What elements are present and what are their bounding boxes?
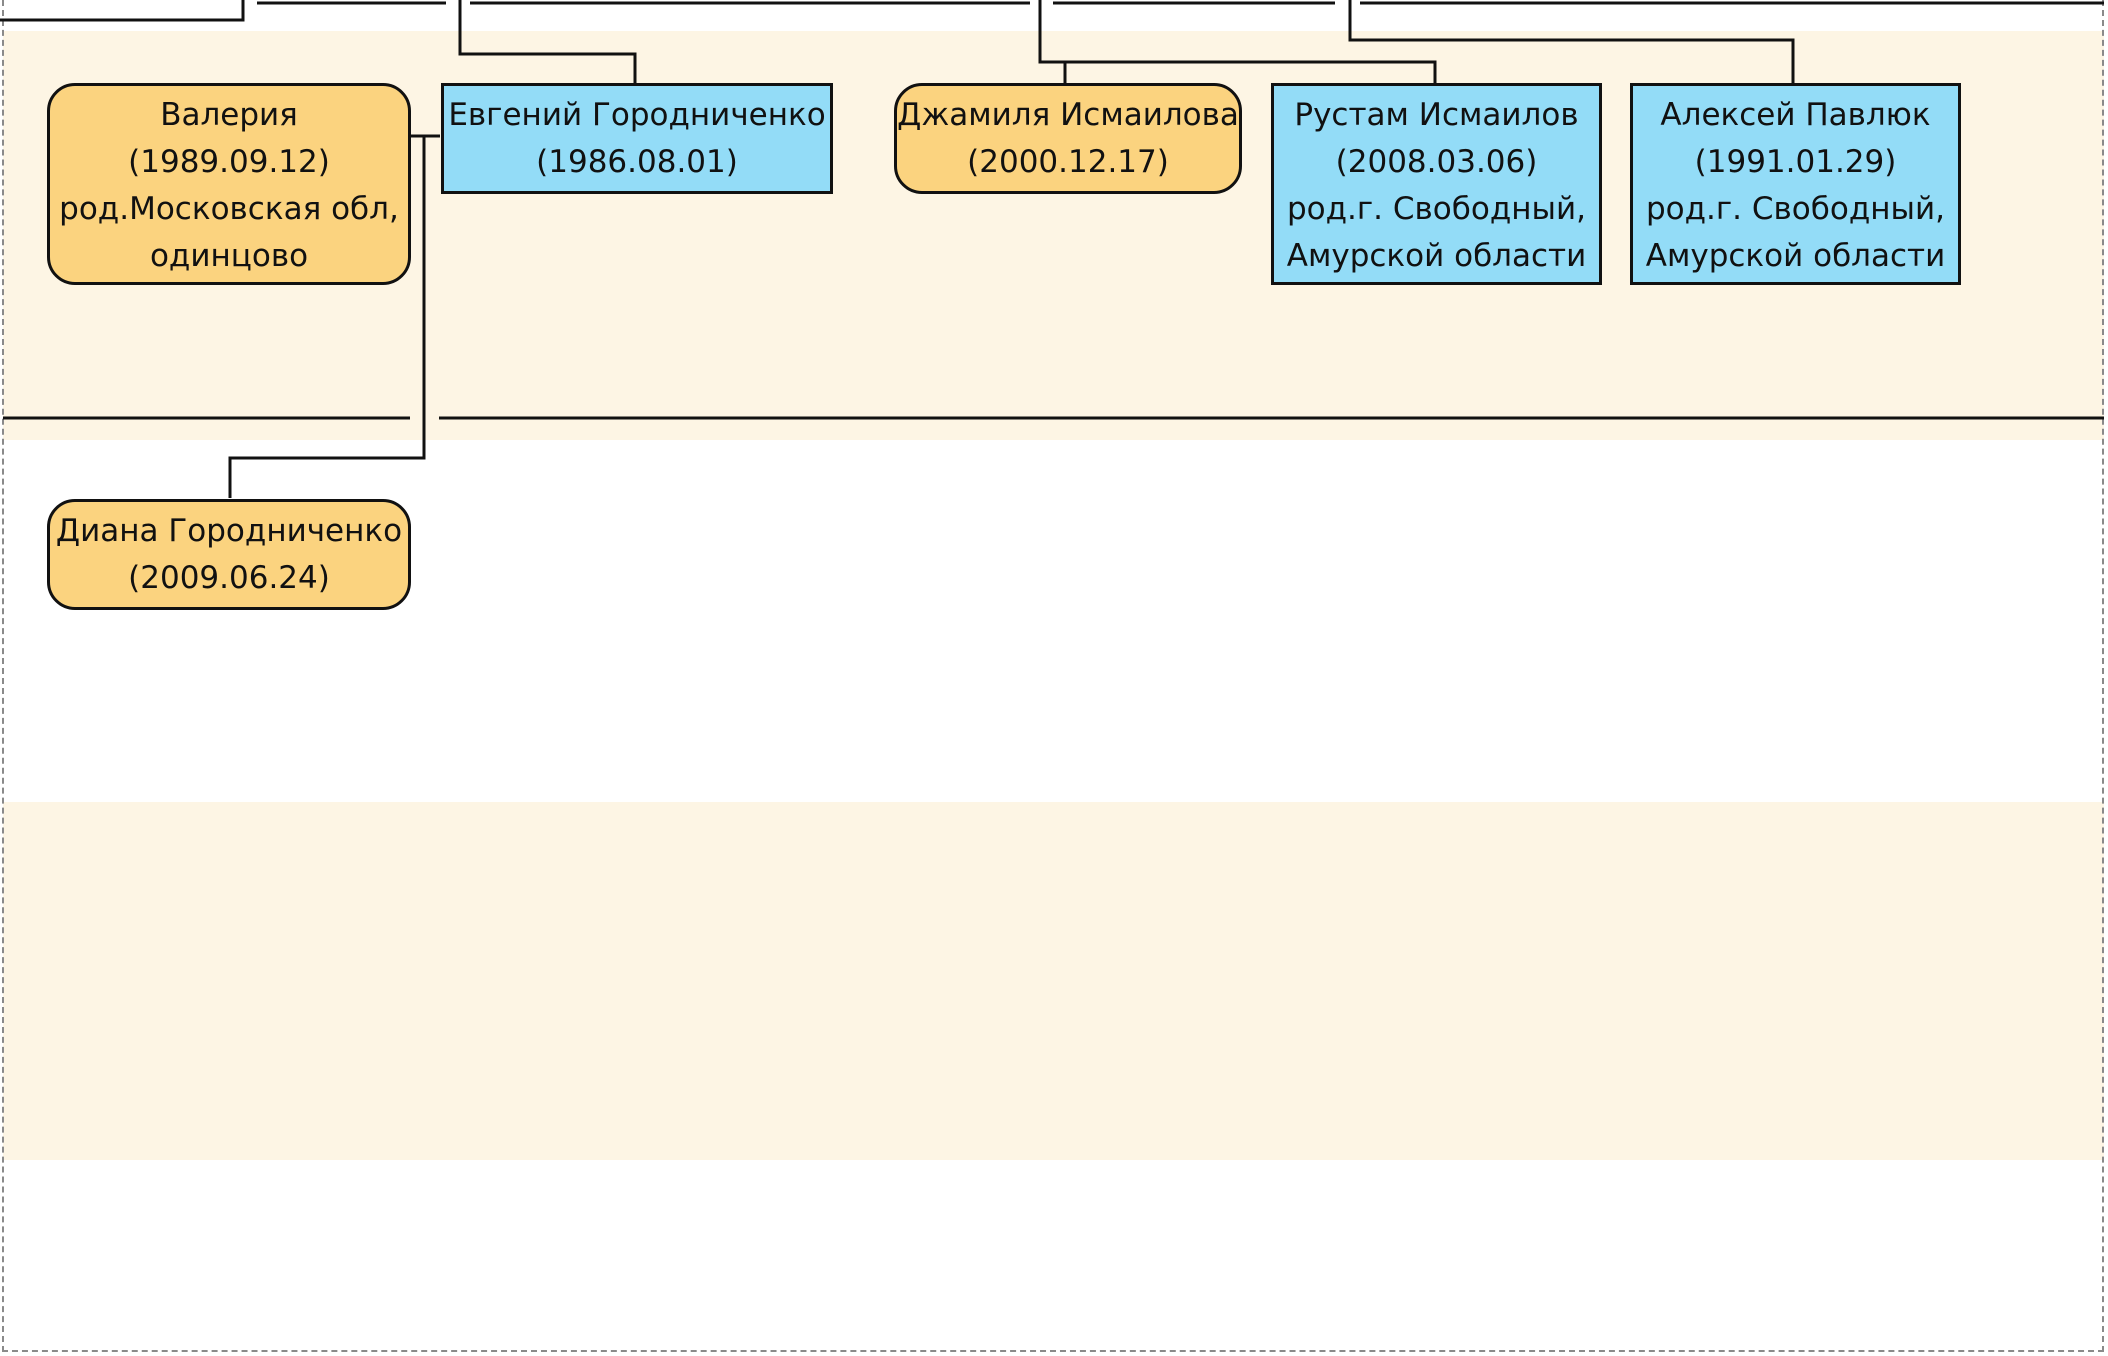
person-name: Валерия: [160, 97, 298, 133]
person-birth-date: (2009.06.24): [128, 560, 330, 596]
person-birthplace-cont: одинцово: [149, 238, 309, 274]
person-birth-date: (1986.08.01): [536, 144, 738, 180]
person-birth-date: (2008.03.06): [1335, 144, 1538, 180]
person-birthplace-cont: Амурской области: [1286, 238, 1587, 274]
person-card-rustam[interactable]: Рустам Исмаилов (2008.03.06) род.г. Своб…: [1271, 83, 1602, 285]
person-name: Евгений Городниченко: [448, 97, 826, 133]
person-card-dzhamilya[interactable]: Джамиля Исмаилова (2000.12.17): [894, 83, 1242, 194]
person-birthplace: род.Московская обл,: [59, 191, 399, 227]
person-name: Алексей Павлюк: [1660, 97, 1931, 133]
person-birthplace: род.г. Свободный,: [1286, 191, 1587, 227]
person-name: Диана Городниченко: [55, 513, 403, 549]
link-evgeniy: [458, 0, 637, 83]
person-birth-date: (1989.09.12): [128, 144, 330, 180]
person-birth-date: (2000.12.17): [967, 144, 1169, 180]
top-parent-stub: [0, 0, 245, 22]
person-card-evgeniy[interactable]: Евгений Городниченко (1986.08.01): [441, 83, 833, 194]
child-drop: [228, 136, 426, 498]
link-aleksey: [1348, 0, 1795, 83]
generation-band-3: [3, 802, 2104, 1160]
person-birthplace: род.г. Свободный,: [1645, 191, 1946, 227]
person-birthplace-cont: Амурской области: [1645, 238, 1946, 274]
person-card-valeria[interactable]: Валерия (1989.09.12) род.Московская обл,…: [47, 83, 411, 285]
person-name: Рустам Исмаилов: [1294, 97, 1579, 133]
person-card-aleksey[interactable]: Алексей Павлюк (1991.01.29) род.г. Свобо…: [1630, 83, 1961, 285]
person-name: Джамиля Исмаилова: [897, 97, 1239, 133]
link-dzhamilya-rustam: [1038, 0, 1437, 83]
person-birth-date: (1991.01.29): [1694, 144, 1897, 180]
person-card-diana[interactable]: Диана Городниченко (2009.06.24): [47, 499, 411, 610]
